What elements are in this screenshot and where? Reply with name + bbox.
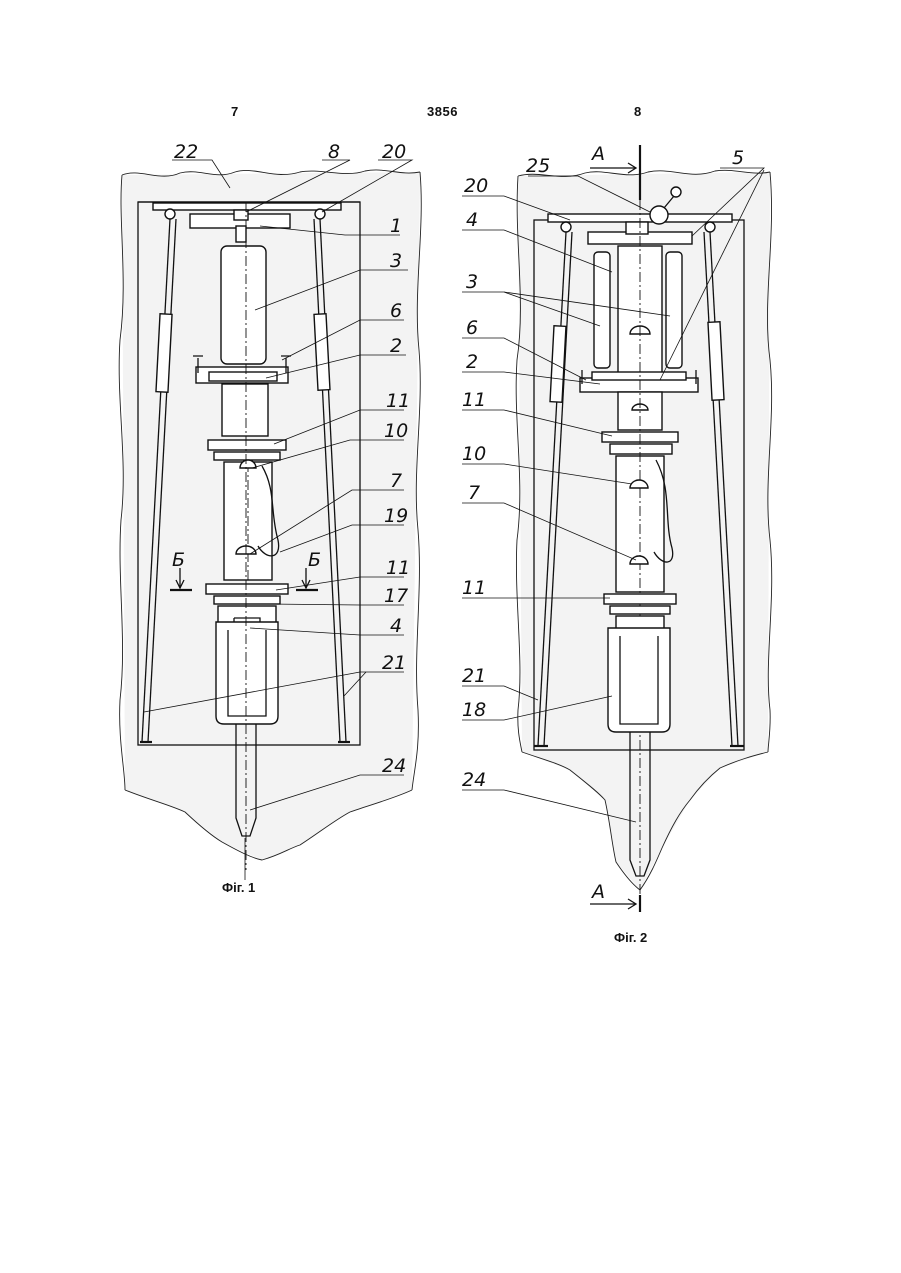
fig2-label-25: 25 (526, 155, 550, 177)
fig2-label-6: 6 (466, 317, 478, 339)
fig1-label-6: 6 (390, 300, 402, 322)
fig2-caption: Фіг. 2 (614, 930, 647, 945)
fig1-label-7: 7 (390, 470, 402, 492)
fig1-label-20: 20 (382, 141, 406, 163)
fig2-label-21: 21 (462, 665, 486, 687)
fig2-label-2: 2 (466, 351, 478, 373)
fig1-label-10: 10 (384, 420, 408, 442)
fig2-label-10: 10 (462, 443, 486, 465)
fig1-caption: Фіг. 1 (222, 880, 255, 895)
fig1-label-19: 19 (384, 505, 408, 527)
fig1-label-17: 17 (384, 585, 408, 607)
fig2-label-4: 4 (466, 209, 478, 231)
fig2-label-18: 18 (462, 699, 486, 721)
fig2-label-A-top: A (590, 143, 605, 165)
fig1-label-2: 2 (390, 335, 402, 357)
fig2-label-7: 7 (468, 482, 480, 504)
fig2-label-3: 3 (466, 271, 478, 293)
fig1-section-right: Б (308, 549, 321, 571)
fig1-label-22: 22 (174, 141, 198, 163)
fig2-label-A-bottom: A (590, 881, 605, 903)
fig1-label-11-lower: 11 (386, 557, 410, 579)
fig1-label-11-upper: 11 (386, 390, 410, 412)
fig1-label-24: 24 (382, 755, 406, 777)
fig2-label-5: 5 (732, 147, 744, 169)
fig1-label-3: 3 (390, 250, 402, 272)
fig2-label-20: 20 (464, 175, 488, 197)
fig1-label-1: 1 (390, 215, 402, 237)
fig2-label-24: 24 (462, 769, 486, 791)
fig1-label-21: 21 (382, 652, 406, 674)
fig1-section-left: Б (172, 549, 185, 571)
figure-2: A 25 5 20 4 3 6 2 11 10 7 11 21 18 24 A … (462, 143, 772, 945)
fig1-label-8: 8 (328, 141, 340, 163)
figure-1: 22 8 20 1 3 6 2 11 10 7 19 Б Б 11 17 4 2… (119, 141, 421, 895)
fig1-label-4: 4 (390, 615, 402, 637)
fig2-label-11-lower: 11 (462, 577, 486, 599)
fig2-label-11-upper: 11 (462, 389, 486, 411)
